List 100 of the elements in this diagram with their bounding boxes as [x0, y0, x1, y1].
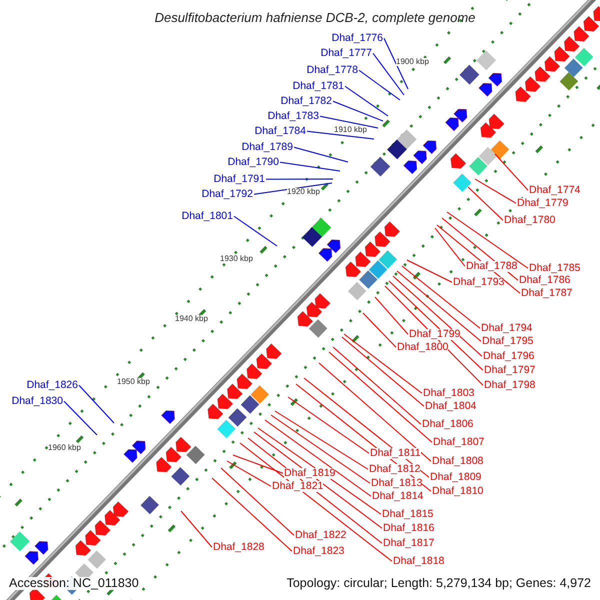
- title: Desulfitobacterium hafniense DCB-2, complete genome: [154, 11, 476, 24]
- leader-line: [270, 414, 370, 484]
- leader-line: [362, 312, 396, 348]
- leader-line: [372, 52, 404, 96]
- gene-label: Dhaf_1784: [254, 126, 306, 136]
- leader-line: [328, 352, 432, 443]
- gene-label: Dhaf_1779: [517, 198, 568, 208]
- leader-line: [474, 178, 516, 204]
- gene-label: Dhaf_1796: [483, 351, 534, 362]
- leader-line: [320, 116, 378, 128]
- leader-line: [226, 460, 272, 487]
- gene-label: Dhaf_1806: [422, 419, 474, 430]
- gene-label: Dhaf_1793: [453, 277, 504, 288]
- gene-label: Dhaf_1777: [320, 48, 372, 58]
- leader-line: [274, 410, 368, 470]
- leader-line: [434, 228, 466, 267]
- leader-line: [288, 396, 370, 454]
- footer-text: Topology: circular; Length: 5,279,134 bp; Genes: 4,972: [286, 577, 591, 590]
- tick-label: 1930 kbp: [220, 255, 253, 263]
- gene-label: Dhaf_1812: [369, 464, 420, 474]
- leader-line: [258, 428, 382, 515]
- gene-label: Dhaf_1782: [280, 96, 332, 106]
- tick-label: 1900 kbp: [396, 58, 429, 66]
- gene-label: Dhaf_1817: [383, 538, 434, 548]
- gene-label: Dhaf_1809: [430, 472, 482, 482]
- leader-line: [212, 478, 292, 552]
- leader-line: [468, 186, 504, 221]
- gene-label: Dhaf_1786: [519, 275, 570, 286]
- leader-line: [254, 182, 332, 195]
- leader-line: [306, 130, 374, 140]
- leader-line: [384, 38, 408, 90]
- gene-label: Dhaf_1794: [481, 323, 532, 334]
- leader-line: [342, 336, 424, 407]
- gene-label: Dhaf_1830: [12, 396, 63, 406]
- leader-line: [344, 86, 388, 116]
- gene-label: Dhaf_1792: [202, 189, 253, 200]
- leader-line: [392, 276, 482, 357]
- leader-line: [64, 400, 98, 436]
- gene-label: Dhaf_1804: [425, 401, 476, 412]
- tick-label: 1940 kbp: [175, 315, 208, 323]
- gene-label: Dhaf_1811: [370, 448, 421, 458]
- leader-line: [374, 296, 408, 335]
- leader-line: [280, 162, 340, 172]
- leader-line: [446, 212, 528, 269]
- gene-label: Dhaf_1780: [504, 215, 556, 226]
- gene-label: Dhaf_1815: [382, 509, 434, 520]
- gene-label: Dhaf_1797: [484, 365, 536, 376]
- tick-label: 1950 kbp: [117, 378, 150, 386]
- gene-label: Dhaf_1787: [521, 288, 572, 298]
- leader-line: [254, 432, 382, 529]
- gene-label: Dhaf_1778: [306, 65, 358, 76]
- leader-line: [264, 420, 372, 497]
- leader-line: [266, 178, 334, 180]
- gene-label: Dhaf_1781: [292, 81, 344, 92]
- gene-label: Dhaf_1785: [529, 263, 580, 274]
- gene-label: Dhaf_1808: [432, 456, 484, 466]
- gene-label: Dhaf_1822: [295, 530, 346, 540]
- footer-text: Accession: NC_011830: [9, 577, 139, 590]
- gene-label: Dhaf_1798: [484, 380, 536, 390]
- gene-label: Dhaf_1816: [383, 523, 434, 534]
- gene-label: Dhaf_1789: [242, 142, 293, 152]
- leader-line: [402, 266, 480, 329]
- leader-line: [220, 468, 294, 536]
- gene-label: Dhaf_1776: [332, 33, 383, 44]
- tick-label: 1910 kbp: [334, 126, 367, 134]
- leader-line: [294, 146, 348, 162]
- leader-line: [358, 70, 400, 100]
- leader-line: [406, 260, 452, 283]
- gene-label: Dhaf_1818: [393, 556, 444, 566]
- leader-line: [240, 442, 392, 562]
- gene-label: Dhaf_1807: [433, 437, 484, 448]
- leader-line: [318, 362, 432, 462]
- leader-line: [494, 154, 528, 191]
- leader-line: [234, 216, 278, 246]
- gene-label: Dhaf_1788: [466, 261, 518, 272]
- leader-line: [332, 100, 384, 122]
- leader-line: [78, 384, 114, 424]
- gene-label: Dhaf_1783: [268, 111, 319, 122]
- leader-line: [388, 280, 484, 371]
- leader-line: [332, 346, 422, 425]
- tick-label: 1960 kbp: [48, 444, 81, 452]
- leader-line: [232, 454, 284, 474]
- gene-label: Dhaf_1813: [371, 478, 422, 488]
- gene-label: Dhaf_1828: [213, 542, 264, 552]
- gene-label: Dhaf_1800: [397, 342, 448, 352]
- leader-line: [396, 270, 482, 342]
- gene-label: Dhaf_1814: [372, 491, 424, 502]
- gene-label: Dhaf_1810: [432, 486, 484, 496]
- gene-label: Dhaf_1791: [214, 174, 265, 184]
- leader-line: [344, 334, 422, 394]
- gene-label: Dhaf_1823: [293, 546, 344, 556]
- gene-label: Dhaf_1774: [529, 185, 580, 196]
- gene-label: Dhaf_1799: [409, 329, 460, 340]
- gene-label: Dhaf_1819: [284, 468, 336, 478]
- gene-label: Dhaf_1821: [272, 481, 324, 492]
- tick-label: 1920 kbp: [287, 188, 320, 196]
- gene-label: Dhaf_1826: [26, 380, 78, 390]
- gene-label: Dhaf_1795: [482, 336, 534, 346]
- gene-label: Dhaf_1801: [182, 211, 233, 222]
- leader-line: [180, 510, 212, 548]
